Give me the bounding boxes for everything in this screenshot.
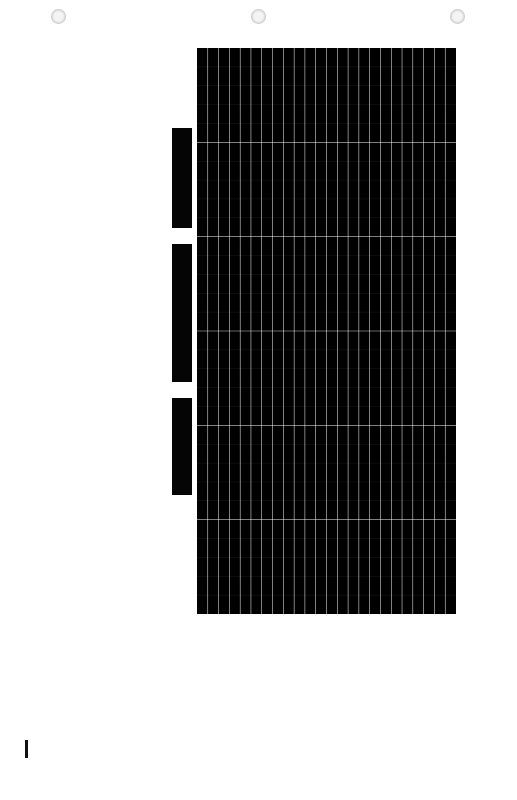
table-grid [197, 48, 456, 614]
sidebar-block-2 [172, 244, 192, 382]
sidebar-block-1 [172, 128, 192, 228]
table-title-strip [460, 46, 470, 246]
data-table [197, 48, 456, 614]
page-margin-mark [25, 740, 28, 758]
punch-hole-left [51, 9, 66, 24]
punch-hole-center [251, 9, 266, 24]
sidebar-block-3 [172, 398, 192, 495]
punch-hole-right [450, 9, 465, 24]
